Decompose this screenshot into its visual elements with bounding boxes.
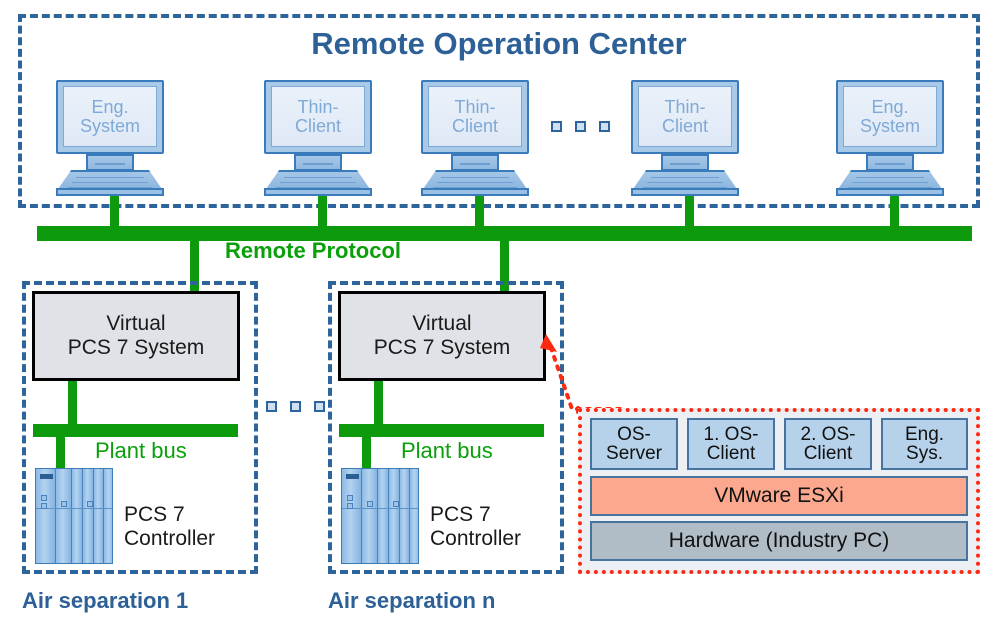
vm-os-client-2[interactable]: 2. OS- Client bbox=[784, 418, 872, 470]
monitor-stand-icon bbox=[294, 154, 342, 171]
drop-line-ws-1 bbox=[110, 176, 119, 232]
keyboard-base-icon bbox=[631, 188, 739, 196]
vm-eng-system[interactable]: Eng. Sys. bbox=[881, 418, 968, 470]
remote-operation-center-frame bbox=[18, 14, 980, 208]
drop-line-ws-5 bbox=[890, 176, 899, 232]
virtual-pcs7-system-1[interactable]: Virtual PCS 7 System bbox=[32, 291, 240, 381]
vm-label-line2: Client bbox=[706, 443, 756, 464]
hardware-layer[interactable]: Hardware (Industry PC) bbox=[590, 521, 968, 561]
drop-line-to-system-1 bbox=[190, 241, 199, 297]
pcs7-controller-icon-n bbox=[341, 468, 419, 564]
plant-bus-n bbox=[339, 424, 544, 437]
controller-line2: Controller bbox=[124, 526, 216, 550]
plant-bus-label-1: Plant bus bbox=[95, 438, 187, 463]
drop-line-to-system-n bbox=[500, 241, 509, 297]
page-title: Remote Operation Center bbox=[311, 26, 687, 61]
virtual-system-line1: Virtual bbox=[106, 312, 166, 336]
controller-line2: Controller bbox=[430, 526, 522, 550]
drop-line-ws-2 bbox=[318, 176, 327, 232]
monitor-screen: Eng. System bbox=[836, 80, 944, 154]
plant-bus-1 bbox=[33, 424, 238, 437]
hardware-label: Hardware (Industry PC) bbox=[668, 529, 890, 552]
workstation-thin-client-n[interactable]: Thin- Client bbox=[625, 80, 745, 196]
workstation-thin-client-1[interactable]: Thin- Client bbox=[258, 80, 378, 196]
virtual-system-line2: PCS 7 System bbox=[373, 336, 511, 359]
workstation-label-line1: Thin- bbox=[297, 97, 339, 118]
ellipsis-dot bbox=[290, 401, 301, 412]
vm-os-client-1[interactable]: 1. OS- Client bbox=[687, 418, 775, 470]
monitor-screen: Thin- Client bbox=[631, 80, 739, 154]
keyboard-base-icon bbox=[421, 188, 529, 196]
air-separation-n-label: Air separation n bbox=[328, 588, 496, 613]
keyboard-base-icon bbox=[836, 188, 944, 196]
remote-protocol-bus bbox=[37, 226, 972, 241]
virtual-pcs7-system-n[interactable]: Virtual PCS 7 System bbox=[338, 291, 546, 381]
ellipsis-dot bbox=[599, 121, 610, 132]
monitor-screen: Eng. System bbox=[56, 80, 164, 154]
vm-label-line1: 1. OS- bbox=[703, 424, 759, 445]
plant-bus-riser-n bbox=[374, 381, 383, 427]
workstation-label-line2: System bbox=[79, 115, 140, 136]
pcs7-controller-label-1: PCS 7 Controller bbox=[124, 503, 215, 550]
monitor-stand-icon bbox=[451, 154, 499, 171]
workstation-label-line1: Thin- bbox=[664, 97, 706, 118]
workstation-eng-system-right[interactable]: Eng. System bbox=[830, 80, 950, 196]
workstation-label-line1: Eng. bbox=[91, 97, 129, 118]
monitor-stand-icon bbox=[866, 154, 914, 171]
monitor-screen: Thin- Client bbox=[421, 80, 529, 154]
drop-line-ws-3 bbox=[475, 176, 484, 232]
pcs7-controller-icon-1 bbox=[35, 468, 113, 564]
vm-label-line1: OS- bbox=[617, 424, 651, 445]
keyboard-base-icon bbox=[56, 188, 164, 196]
monitor-screen: Thin- Client bbox=[264, 80, 372, 154]
remote-protocol-label: Remote Protocol bbox=[225, 238, 402, 263]
air-separation-1-frame bbox=[22, 281, 258, 574]
air-separation-n-frame bbox=[328, 281, 564, 574]
pcs7-controller-label-n: PCS 7 Controller bbox=[430, 503, 521, 550]
hypervisor-layer[interactable]: VMware ESXi bbox=[590, 476, 968, 516]
keyboard-base-icon bbox=[264, 188, 372, 196]
workstation-label-line1: Eng. bbox=[871, 97, 909, 118]
plant-bus-drop-n bbox=[362, 437, 371, 473]
plant-bus-drop-1 bbox=[56, 437, 65, 473]
monitor-stand-icon bbox=[661, 154, 709, 171]
vm-os-server[interactable]: OS- Server bbox=[590, 418, 678, 470]
virtual-system-line2: PCS 7 System bbox=[67, 336, 205, 359]
workstation-label-line1: Thin- bbox=[454, 97, 496, 118]
workstation-label-line2: Client bbox=[451, 115, 499, 136]
workstation-thin-client-2[interactable]: Thin- Client bbox=[415, 80, 535, 196]
vm-label-line2: Sys. bbox=[906, 443, 943, 464]
workstation-label-line2: Client bbox=[294, 115, 342, 136]
workstation-label-line2: System bbox=[859, 115, 920, 136]
air-separation-1-label: Air separation 1 bbox=[22, 588, 189, 613]
hypervisor-label: VMware ESXi bbox=[714, 484, 844, 507]
controller-line1: PCS 7 bbox=[430, 503, 491, 526]
ellipsis-dot bbox=[551, 121, 562, 132]
virtual-system-line1: Virtual bbox=[412, 312, 472, 336]
ellipsis-dot bbox=[575, 121, 586, 132]
vm-label-line2: Server bbox=[606, 443, 662, 464]
drop-line-ws-4 bbox=[685, 176, 694, 232]
plant-bus-riser-1 bbox=[68, 381, 77, 427]
ellipsis-dot bbox=[266, 401, 277, 412]
vm-label-line1: 2. OS- bbox=[800, 424, 856, 445]
monitor-stand-icon bbox=[86, 154, 134, 171]
ellipsis-dot bbox=[314, 401, 325, 412]
vm-label-line2: Client bbox=[803, 443, 853, 464]
controller-line1: PCS 7 bbox=[124, 503, 185, 526]
workstation-eng-system-left[interactable]: Eng. System bbox=[50, 80, 170, 196]
plant-bus-label-n: Plant bus bbox=[401, 438, 493, 463]
workstation-label-line2: Client bbox=[661, 115, 709, 136]
vm-label-line1: Eng. bbox=[904, 424, 945, 445]
